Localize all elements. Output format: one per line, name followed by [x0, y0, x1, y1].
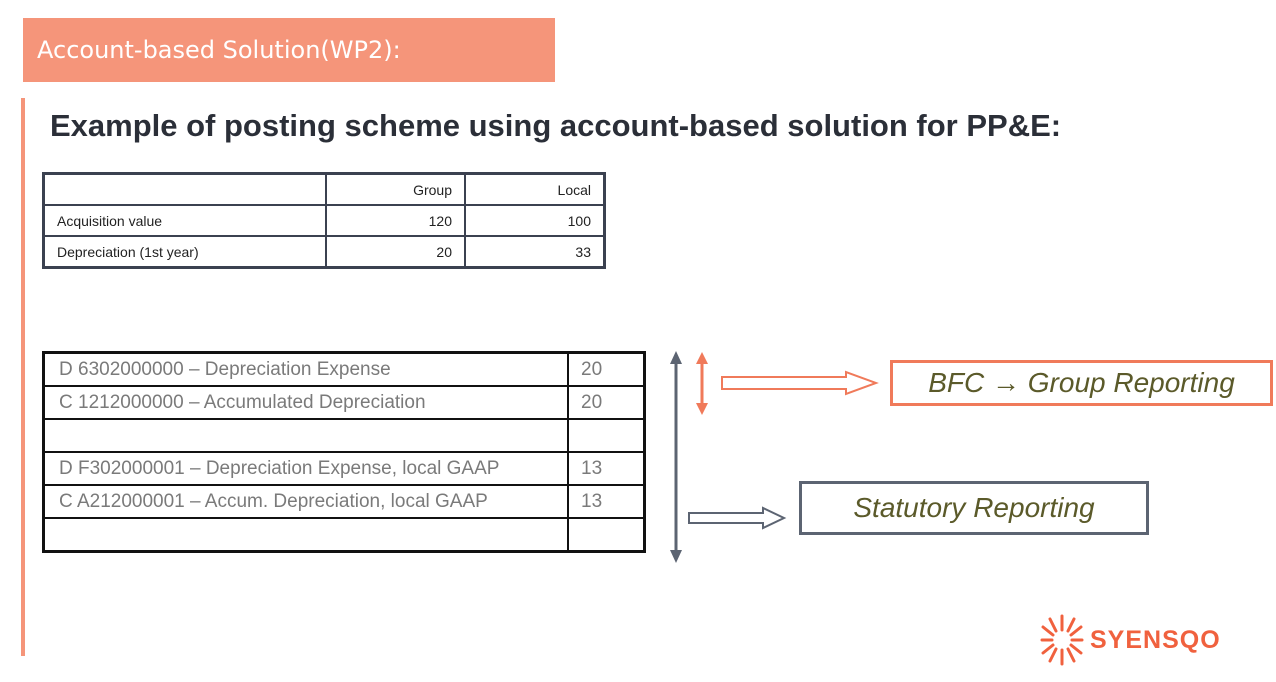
statutory-reporting-box: Statutory Reporting: [799, 481, 1149, 535]
bfc-group-reporting-box: BFC → Group Reporting: [890, 360, 1273, 406]
table-row: C A212000001 – Accum. Depreciation, loca…: [42, 484, 646, 519]
section-banner: Account-based Solution(WP2):: [23, 18, 555, 82]
table-row: Depreciation (1st year) 20 33: [42, 235, 606, 269]
local-value: 33: [464, 235, 606, 269]
logo-wordmark: SYENSQO: [1090, 625, 1221, 654]
amount-cell: [567, 517, 646, 553]
gray-double-arrow: [670, 351, 682, 563]
account-cell: [42, 418, 569, 453]
local-value: 100: [464, 204, 606, 237]
posting-table: D 6302000000 – Depreciation Expense 20 C…: [42, 351, 646, 553]
row-label: Depreciation (1st year): [42, 235, 327, 269]
statutory-block-arrow: [688, 506, 787, 530]
table-row: D F302000001 – Depreciation Expense, loc…: [42, 451, 646, 486]
table-row: D 6302000000 – Depreciation Expense 20: [42, 351, 646, 387]
slide-heading: Example of posting scheme using account-…: [50, 108, 1062, 143]
bfc-label: BFC → Group Reporting: [928, 367, 1235, 398]
row-label: Acquisition value: [42, 204, 327, 237]
header-cell-empty: [42, 172, 327, 206]
orange-double-arrow: [696, 352, 708, 415]
account-cell: C A212000001 – Accum. Depreciation, loca…: [42, 484, 569, 519]
group-value: 120: [325, 204, 466, 237]
sunburst-logo-icon: [1040, 614, 1084, 666]
bfc-block-arrow: [721, 370, 879, 396]
account-cell: D 6302000000 – Depreciation Expense: [42, 351, 569, 387]
account-cell: D F302000001 – Depreciation Expense, loc…: [42, 451, 569, 486]
company-logo: SYENSQO: [1040, 612, 1221, 668]
group-value: 20: [325, 235, 466, 269]
table-row: Acquisition value 120 100: [42, 204, 606, 237]
amount-cell: 20: [567, 385, 646, 420]
account-cell: [42, 517, 569, 553]
table-row: [42, 418, 646, 453]
amount-cell: 13: [567, 484, 646, 519]
statutory-label: Statutory Reporting: [853, 492, 1095, 523]
summary-table: Group Local Acquisition value 120 100 De…: [42, 172, 606, 269]
banner-title: Account-based Solution(WP2):: [37, 36, 401, 64]
table-row: C 1212000000 – Accumulated Depreciation …: [42, 385, 646, 420]
amount-cell: 20: [567, 351, 646, 387]
account-cell: C 1212000000 – Accumulated Depreciation: [42, 385, 569, 420]
amount-cell: [567, 418, 646, 453]
amount-cell: 13: [567, 451, 646, 486]
left-accent-bar: [21, 98, 25, 656]
table-row: [42, 517, 646, 553]
